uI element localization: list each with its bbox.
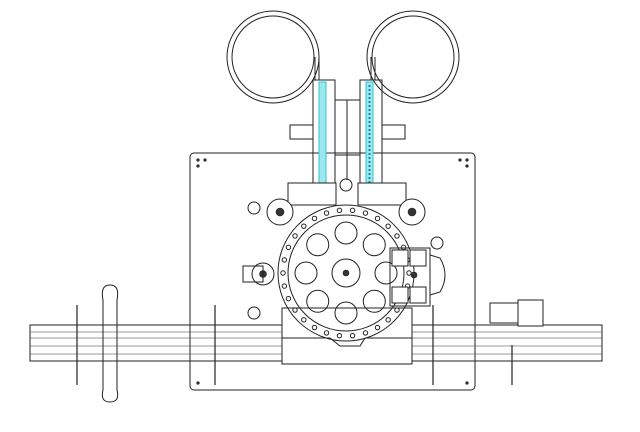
guide-tube-right (334, 79, 407, 206)
guide-tube-left (287, 79, 337, 206)
wheel-pocket (311, 215, 318, 222)
wheel-pocket (394, 233, 400, 239)
wheel-hole (362, 233, 386, 257)
wheel-hole (374, 261, 398, 285)
wheel-pocket (394, 307, 400, 313)
wheel-pocket (281, 257, 288, 263)
wheel-pocket (385, 223, 391, 229)
wheel-pocket (336, 332, 343, 339)
base-plate (189, 152, 476, 391)
wheel-pocket (285, 244, 292, 251)
motor (489, 299, 544, 327)
wheel-pocket (362, 210, 369, 216)
rollers (242, 178, 444, 320)
wheel-pocket (292, 307, 298, 313)
wheel-pocket (301, 317, 307, 323)
wheel-pocket (323, 210, 330, 216)
star-wheel (277, 204, 415, 342)
wheel-pocket (281, 283, 288, 289)
handwheel (101, 284, 119, 403)
wheel-hole (306, 289, 330, 313)
wheel-pocket (336, 207, 343, 214)
wheel-pocket (280, 270, 286, 276)
wheel-pocket (301, 223, 307, 229)
label-coil-left (226, 10, 320, 104)
wheel-hole (334, 221, 358, 245)
wheel-pocket (400, 244, 407, 251)
wheel-pocket (374, 324, 381, 331)
wheel-hole (306, 233, 330, 257)
wheel-pocket (349, 207, 356, 214)
label-coil-right (366, 10, 460, 104)
wheel-hole (334, 301, 358, 325)
wheel-pocket (362, 330, 369, 336)
wheel-pocket (311, 324, 318, 331)
pocket-block (389, 247, 446, 307)
wheel-hole (294, 261, 318, 285)
wheel-pocket (349, 332, 356, 339)
wheel-pocket (406, 270, 412, 276)
wheel-pocket (323, 330, 330, 336)
conveyor (29, 305, 603, 385)
wheel-hole (362, 289, 386, 313)
wheel-pocket (292, 233, 298, 239)
wheel-pocket (374, 215, 381, 222)
wheel-pocket (285, 295, 292, 302)
wheel-pocket (385, 317, 391, 323)
